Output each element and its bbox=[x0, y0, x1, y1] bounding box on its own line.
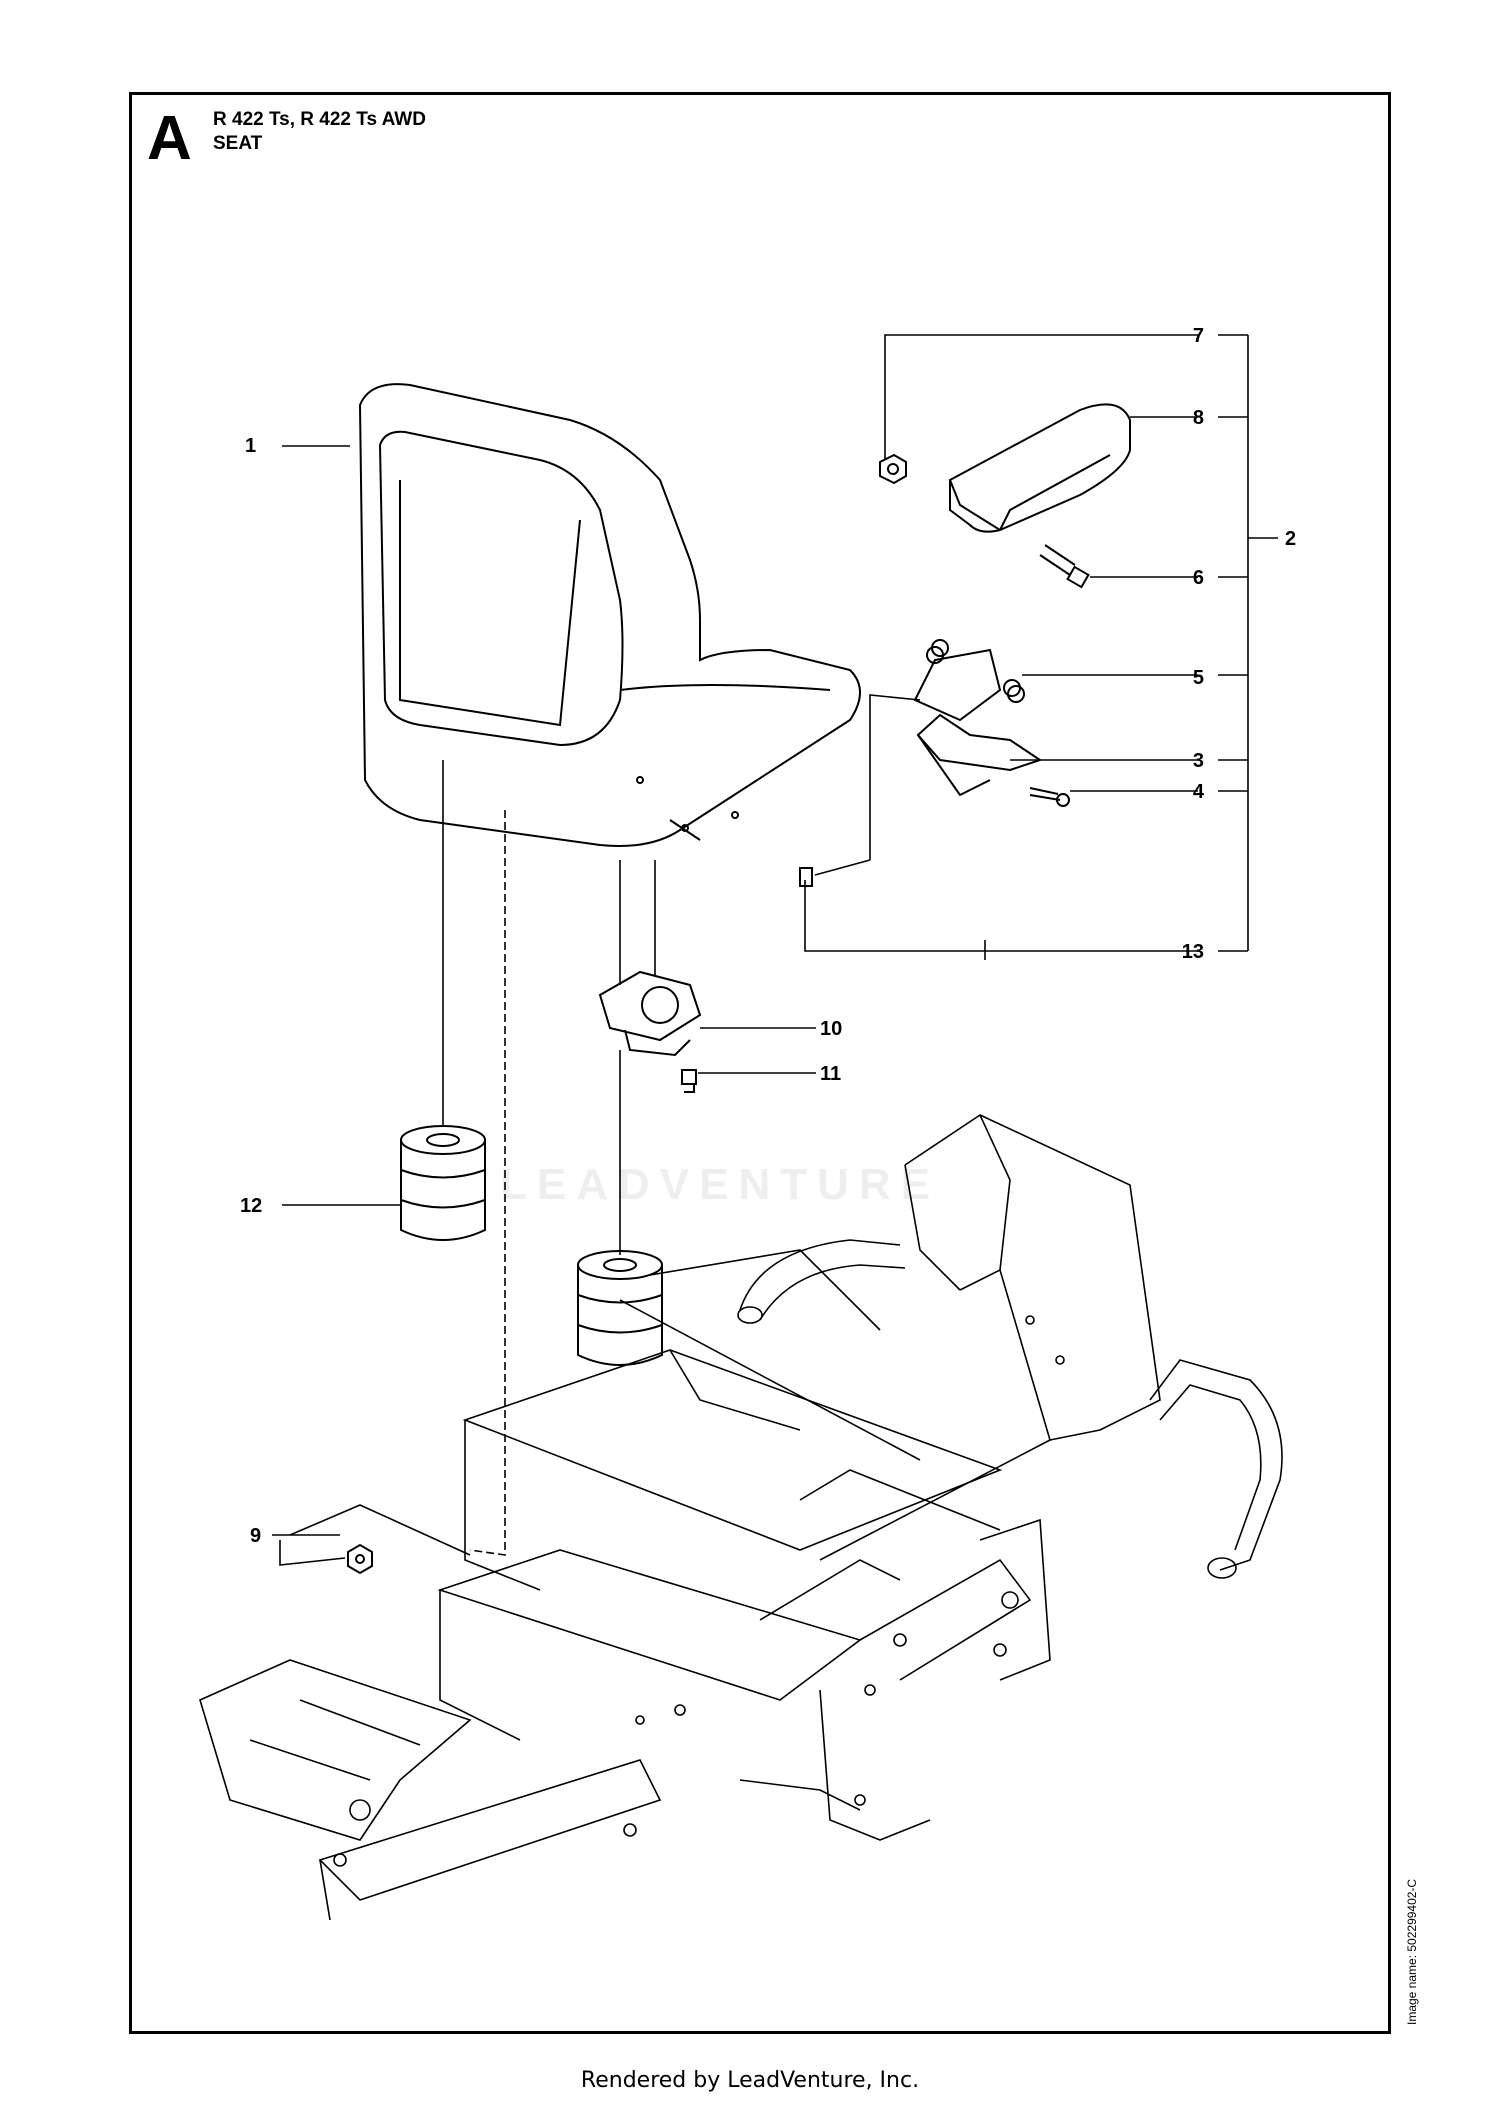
armrest-bracket[interactable] bbox=[913, 646, 1043, 797]
diagram-frame bbox=[129, 92, 1391, 2034]
callout-13: 13 bbox=[1182, 941, 1204, 963]
seat-part[interactable] bbox=[358, 383, 861, 847]
section-title: SEAT bbox=[213, 133, 263, 154]
callout-3: 3 bbox=[1193, 750, 1204, 772]
tractor-chassis bbox=[199, 1113, 1283, 1921]
callout-2: 2 bbox=[1285, 528, 1296, 550]
seat-mount-plate[interactable] bbox=[598, 970, 702, 1057]
armrest-washers[interactable] bbox=[931, 639, 1025, 703]
rubber-bumper-left[interactable] bbox=[400, 1125, 486, 1241]
callout-8: 8 bbox=[1193, 407, 1204, 429]
watermark: LEADVENTURE bbox=[500, 1160, 941, 1209]
callout-11: 11 bbox=[820, 1063, 841, 1085]
callout-4: 4 bbox=[1193, 781, 1205, 803]
seat-clip[interactable] bbox=[799, 867, 813, 887]
callout-7: 7 bbox=[1193, 325, 1204, 347]
callout-10: 10 bbox=[820, 1018, 842, 1040]
callout-5: 5 bbox=[1193, 667, 1204, 689]
armrest-nut[interactable] bbox=[879, 453, 907, 485]
callout-leaders bbox=[272, 334, 1278, 1566]
armrest-screw[interactable] bbox=[1029, 787, 1070, 807]
frame-nut[interactable] bbox=[347, 1543, 373, 1575]
callout-12: 12 bbox=[240, 1195, 262, 1217]
mount-screw[interactable] bbox=[681, 1069, 697, 1093]
callout-6: 6 bbox=[1193, 567, 1204, 589]
section-letter: A bbox=[147, 104, 192, 173]
rubber-bumper-right[interactable] bbox=[577, 1250, 663, 1366]
callout-labels: 1 2 3 4 5 6 7 8 9 10 11 12 13 bbox=[240, 325, 1296, 1547]
footer-credit: Rendered by LeadVenture, Inc. bbox=[580, 2068, 920, 2093]
armrest-bolt[interactable] bbox=[1039, 544, 1090, 589]
image-name-label: Image name: 502299402-C bbox=[1405, 1878, 1419, 2025]
armrest-pad[interactable] bbox=[949, 403, 1131, 533]
callout-9: 9 bbox=[250, 1525, 261, 1547]
callout-1: 1 bbox=[245, 435, 256, 457]
model-title: R 422 Ts, R 422 Ts AWD bbox=[213, 109, 426, 130]
